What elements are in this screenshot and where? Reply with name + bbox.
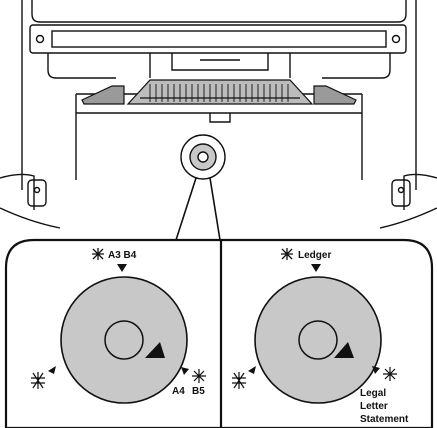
right-bottom-label-letter: Letter xyxy=(360,401,388,412)
right-panel: Ledger Legal Letter Statement xyxy=(232,248,409,425)
left-bottom-label-a4: A4 xyxy=(172,386,185,397)
paper-size-dial xyxy=(254,276,382,404)
machine-housing xyxy=(0,0,437,229)
left-panel: A3 B4 A4 B5 xyxy=(31,248,206,404)
manual-position-icon xyxy=(31,372,45,389)
paper-size-icon xyxy=(192,369,206,383)
paper-feeder xyxy=(81,79,357,105)
paper-size-icon xyxy=(383,367,397,381)
knob-icon xyxy=(180,134,226,180)
left-top-label: A3 B4 xyxy=(108,250,137,261)
right-bottom-label-statement: Statement xyxy=(360,414,409,425)
right-bottom-right-arrow xyxy=(372,366,380,374)
left-bottom-right-arrow xyxy=(181,367,189,375)
dial-center-ring xyxy=(298,320,338,360)
paper-size-dial xyxy=(60,276,188,404)
pointer-triangle-icon xyxy=(334,342,354,358)
manual-position-icon xyxy=(232,372,246,389)
left-bottom-left-arrow xyxy=(48,366,56,374)
callout-lines xyxy=(175,177,221,241)
right-bottom-label-legal: Legal xyxy=(360,388,386,399)
paper-size-icon xyxy=(281,248,293,260)
pointer-triangle-icon xyxy=(145,342,165,358)
right-bottom-left-arrow xyxy=(248,366,256,374)
right-top-label: Ledger xyxy=(298,250,331,261)
left-bottom-label-b5: B5 xyxy=(192,386,205,397)
paper-size-icon xyxy=(92,248,104,260)
left-top-arrow xyxy=(117,264,127,272)
right-top-arrow xyxy=(311,264,321,272)
dial-center-ring xyxy=(104,320,144,360)
